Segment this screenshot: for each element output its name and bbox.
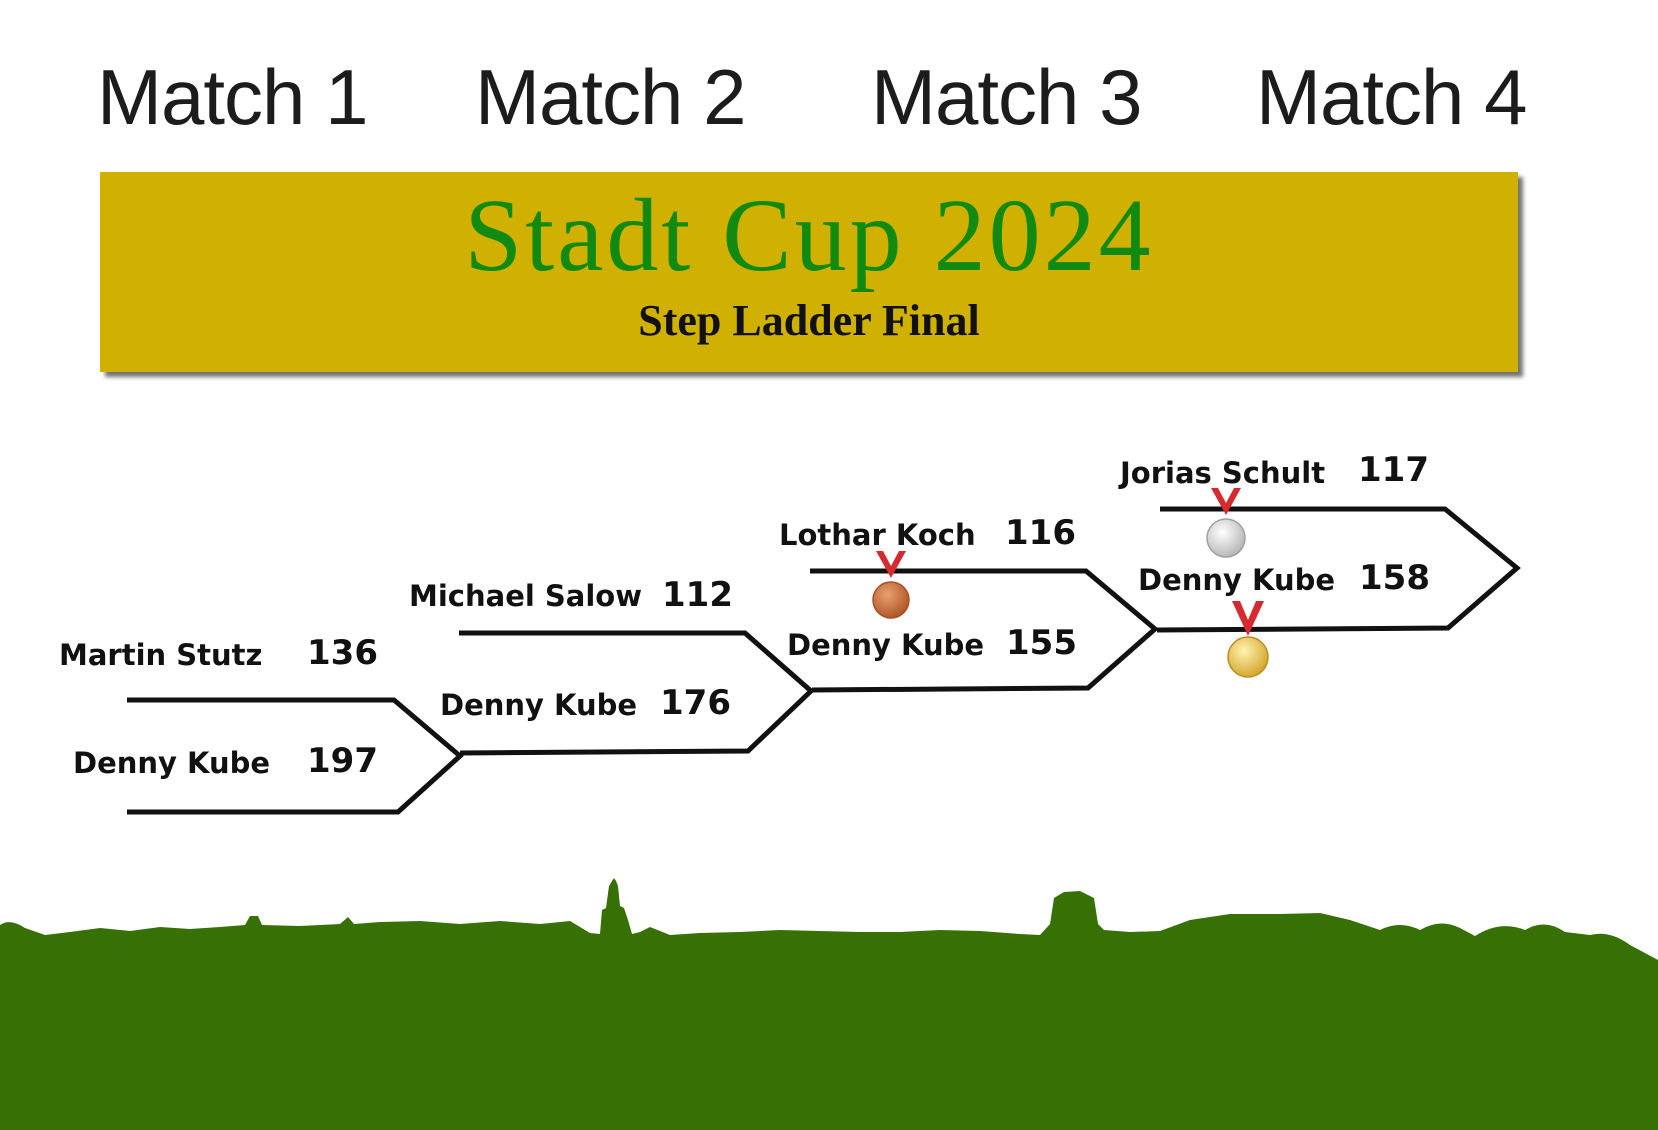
match-4-bottom-player: Denny Kube: [1138, 563, 1336, 597]
match-3-top-player: Lothar Koch: [779, 518, 976, 552]
match-2-bottom-player: Denny Kube: [440, 688, 638, 722]
match-3-bottom-score: 155: [1006, 623, 1077, 663]
silver-medal-icon: [1206, 488, 1246, 558]
match-3-bottom-player: Denny Kube: [787, 628, 985, 662]
banner-title: Stadt Cup 2024: [464, 178, 1154, 293]
banner-subtitle: Step Ladder Final: [638, 296, 980, 345]
match-2-top-score: 112: [662, 575, 733, 615]
title-banner: Stadt Cup 2024 Step Ladder Final: [100, 172, 1518, 372]
match-1-top-player: Martin Stutz: [59, 638, 263, 672]
match-2-header: Match 2: [475, 53, 746, 141]
match-4-top-player: Jorias Schult: [1120, 456, 1326, 490]
match-3-header: Match 3: [871, 53, 1142, 141]
gold-medal-icon: [1227, 601, 1269, 678]
match-2-bottom-score: 176: [660, 683, 731, 723]
match-3-top-score: 116: [1005, 513, 1076, 553]
match-1-header: Match 1: [97, 53, 368, 141]
bracket-match-4: [1156, 506, 1521, 633]
match-2-top-player: Michael Salow: [409, 579, 643, 613]
bronze-medal-icon: [872, 551, 910, 619]
match-4-bottom-score: 158: [1359, 558, 1430, 598]
match-1-bottom-score: 197: [307, 741, 378, 781]
match-1-bottom-player: Denny Kube: [73, 746, 271, 780]
match-4-header: Match 4: [1256, 53, 1527, 141]
skyline-shape: [0, 878, 1658, 1130]
bracket-match-2: [459, 630, 815, 756]
match-1-top-score: 136: [307, 633, 378, 673]
bracket-match-3: [810, 568, 1159, 693]
match-4-top-score: 117: [1358, 450, 1429, 490]
bracket-match-1: [127, 697, 464, 815]
